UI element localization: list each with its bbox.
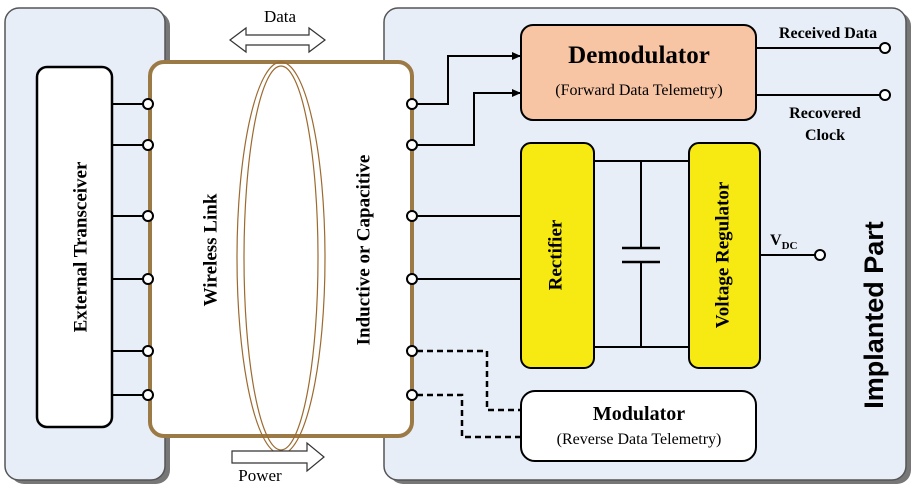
modulator-subtitle: (Reverse Data Telemetry): [557, 431, 722, 448]
rectifier-block: [520, 142, 595, 369]
implanted-part-label: Implanted Part: [859, 221, 889, 409]
vdc-main: V: [770, 232, 782, 249]
demodulator-block: [520, 24, 757, 121]
capacitor-icon: [622, 246, 660, 264]
power-arrow-label: Power: [238, 466, 282, 485]
demod-input-line-1: [417, 52, 521, 105]
power-arrow-icon: [231, 441, 325, 473]
coupling-type-label: Inductive or Capacitive: [353, 155, 374, 346]
data-arrow-icon: [229, 26, 326, 54]
right-terminals: [406, 98, 418, 401]
external-transceiver-box: [35, 65, 114, 429]
modulator-wiring: [417, 349, 521, 439]
voltage-regulator-label: Voltage Regulator: [712, 181, 733, 328]
wireless-link-label: Wireless Link: [200, 193, 221, 306]
received-data-label: Received Data: [779, 25, 877, 42]
modulator-title: Modulator: [593, 403, 685, 425]
recovered-clock-label-2: Clock: [805, 127, 845, 144]
left-terminals: [142, 98, 154, 401]
left-connections: [112, 103, 143, 396]
external-transceiver-label: External Transceiver: [70, 161, 91, 332]
capacitor-wiring: [594, 160, 689, 348]
demodulator-subtitle: (Forward Data Telemetry): [555, 82, 722, 99]
data-arrow-label: Data: [264, 7, 297, 26]
recovered-clock-label-1: Recovered: [789, 105, 861, 122]
vdc-label: VDC: [770, 232, 798, 252]
modulator-block: [520, 390, 757, 462]
demod-input-line-2: [417, 89, 521, 146]
vdc-terminal: [814, 249, 826, 261]
rectifier-label: Rectifier: [545, 219, 566, 290]
coil-inner: [243, 65, 319, 451]
received-data-terminal: [879, 42, 891, 54]
recovered-clock-terminal: [879, 89, 891, 101]
demodulator-title: Demodulator: [568, 42, 710, 69]
vdc-sub: DC: [782, 240, 798, 252]
